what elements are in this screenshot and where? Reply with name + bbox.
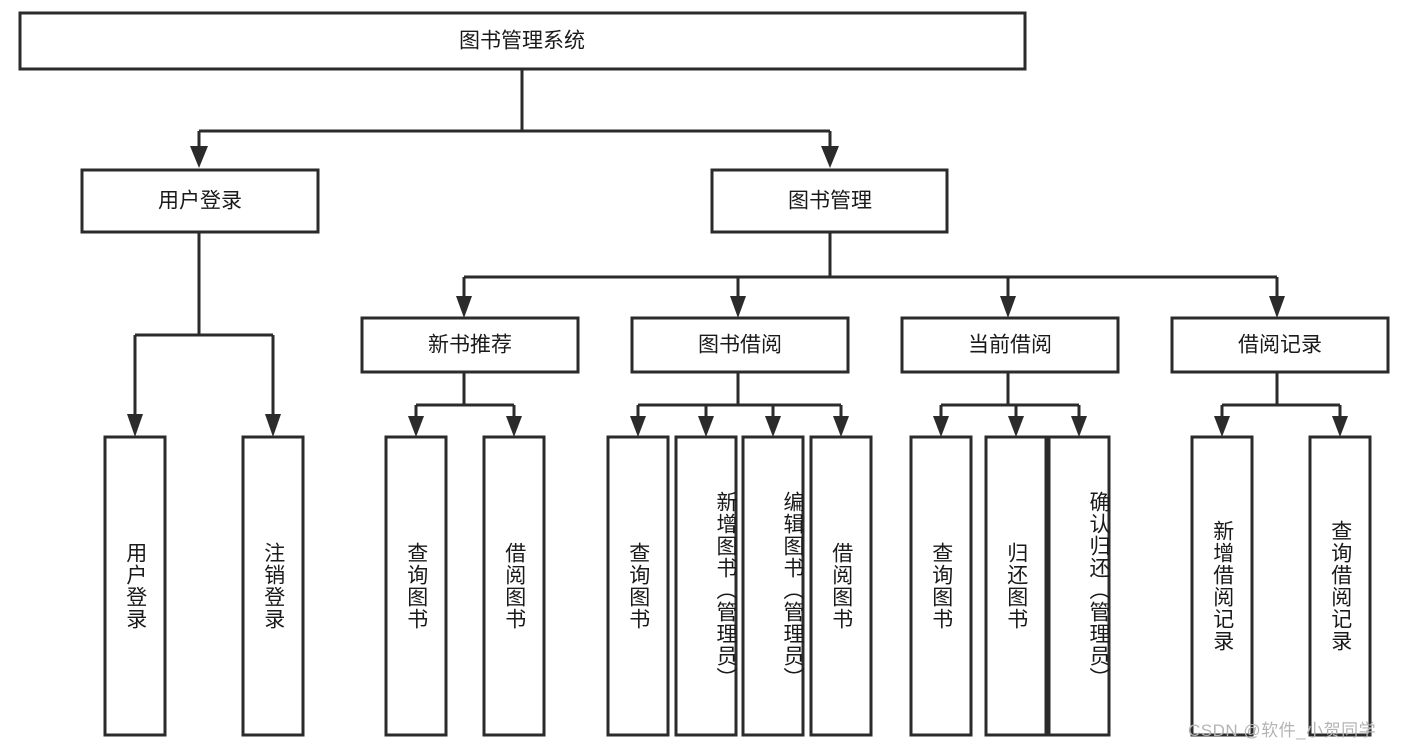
connector-group-current-borrow [933, 372, 1087, 437]
arrow-head-leaf-user-login [127, 414, 143, 437]
node-root-label: 图书管理系统 [459, 30, 585, 53]
node-leaf-query-book-rec-box[interactable] [384, 435, 448, 737]
node-leaf-borrow-book-box[interactable] [809, 435, 873, 737]
node-book-borrow[interactable]: 图书借阅 [630, 316, 850, 374]
node-current-borrow-box[interactable] [900, 316, 1120, 374]
arrow-head-leaf-query-book [630, 416, 646, 437]
node-book-borrow-label: 图书借阅 [698, 334, 782, 357]
arrow-head-leaf-query-book-cur [933, 416, 949, 437]
arrow-head-leaf-edit-book-admin [765, 416, 781, 437]
arrow-head-book-borrow [730, 296, 746, 318]
arrow-head-leaf-confirm-return-admin [1071, 416, 1087, 437]
node-leaf-query-borrow-record-box[interactable] [1308, 435, 1372, 737]
arrow-head-leaf-return-book [1008, 416, 1024, 437]
node-user-login[interactable]: 用户登录 [80, 168, 320, 234]
node-user-login-box[interactable] [80, 168, 320, 234]
node-book-management[interactable]: 图书管理 [710, 168, 949, 234]
arrow-head-leaf-borrow-book-rec [506, 416, 522, 437]
connector-group-user-login [127, 232, 281, 437]
node-new-book-recommend-label: 新书推荐 [428, 334, 512, 357]
node-new-book-recommend[interactable]: 新书推荐 [360, 316, 580, 374]
node-leaf-query-book-cur-box[interactable] [909, 435, 973, 737]
node-borrow-records[interactable]: 借阅记录 [1170, 316, 1390, 374]
node-leaf-add-book-admin-box[interactable] [674, 435, 738, 737]
arrow-head-leaf-query-borrow-record [1332, 416, 1348, 437]
node-leaf-user-login-box[interactable] [103, 435, 167, 737]
node-leaf-edit-book-admin-box[interactable] [741, 435, 805, 737]
leaf-box-group [103, 435, 1372, 737]
node-book-borrow-box[interactable] [630, 316, 850, 374]
node-user-login-label: 用户登录 [158, 190, 242, 213]
node-leaf-return-book-box[interactable] [984, 435, 1048, 737]
node-root[interactable]: 图书管理系统 [18, 11, 1027, 71]
node-new-book-recommend-box[interactable] [360, 316, 580, 374]
node-current-borrow-label: 当前借阅 [968, 334, 1052, 357]
node-root-box[interactable] [18, 11, 1027, 71]
node-leaf-add-borrow-record-box[interactable] [1190, 435, 1254, 737]
arrow-head-leaf-logout [265, 414, 281, 437]
node-leaf-borrow-book-rec-box[interactable] [482, 435, 546, 737]
arrow-head-book-management [821, 146, 839, 168]
arrow-head-user-login [190, 146, 208, 168]
arrow-head-leaf-add-borrow-record [1214, 416, 1230, 437]
node-leaf-confirm-return-admin-box[interactable] [1047, 435, 1111, 737]
arrow-head-leaf-add-book-admin [698, 416, 714, 437]
arrow-head-leaf-borrow-book [833, 416, 849, 437]
connector-group-book-borrow [630, 372, 849, 437]
arrow-head-new-book-recommend [456, 296, 472, 318]
arrow-head-leaf-query-book-rec [408, 416, 424, 437]
connector-group-root [190, 69, 839, 168]
node-borrow-records-label: 借阅记录 [1238, 334, 1322, 357]
node-leaf-query-book-box[interactable] [606, 435, 670, 737]
connector-group-borrow-records [1214, 372, 1348, 437]
node-borrow-records-box[interactable] [1170, 316, 1390, 374]
connector-group-book-management [456, 232, 1285, 318]
node-current-borrow[interactable]: 当前借阅 [900, 316, 1120, 374]
csdn-watermark: CSDN @软件_小贺同学 [1188, 721, 1377, 740]
arrow-head-borrow-records [1269, 296, 1285, 318]
node-book-management-box[interactable] [710, 168, 949, 234]
node-book-management-label: 图书管理 [788, 190, 872, 213]
arrow-head-current-borrow [1000, 296, 1016, 318]
node-leaf-logout-box[interactable] [241, 435, 305, 737]
connector-group-new-book-recommend [408, 372, 522, 437]
